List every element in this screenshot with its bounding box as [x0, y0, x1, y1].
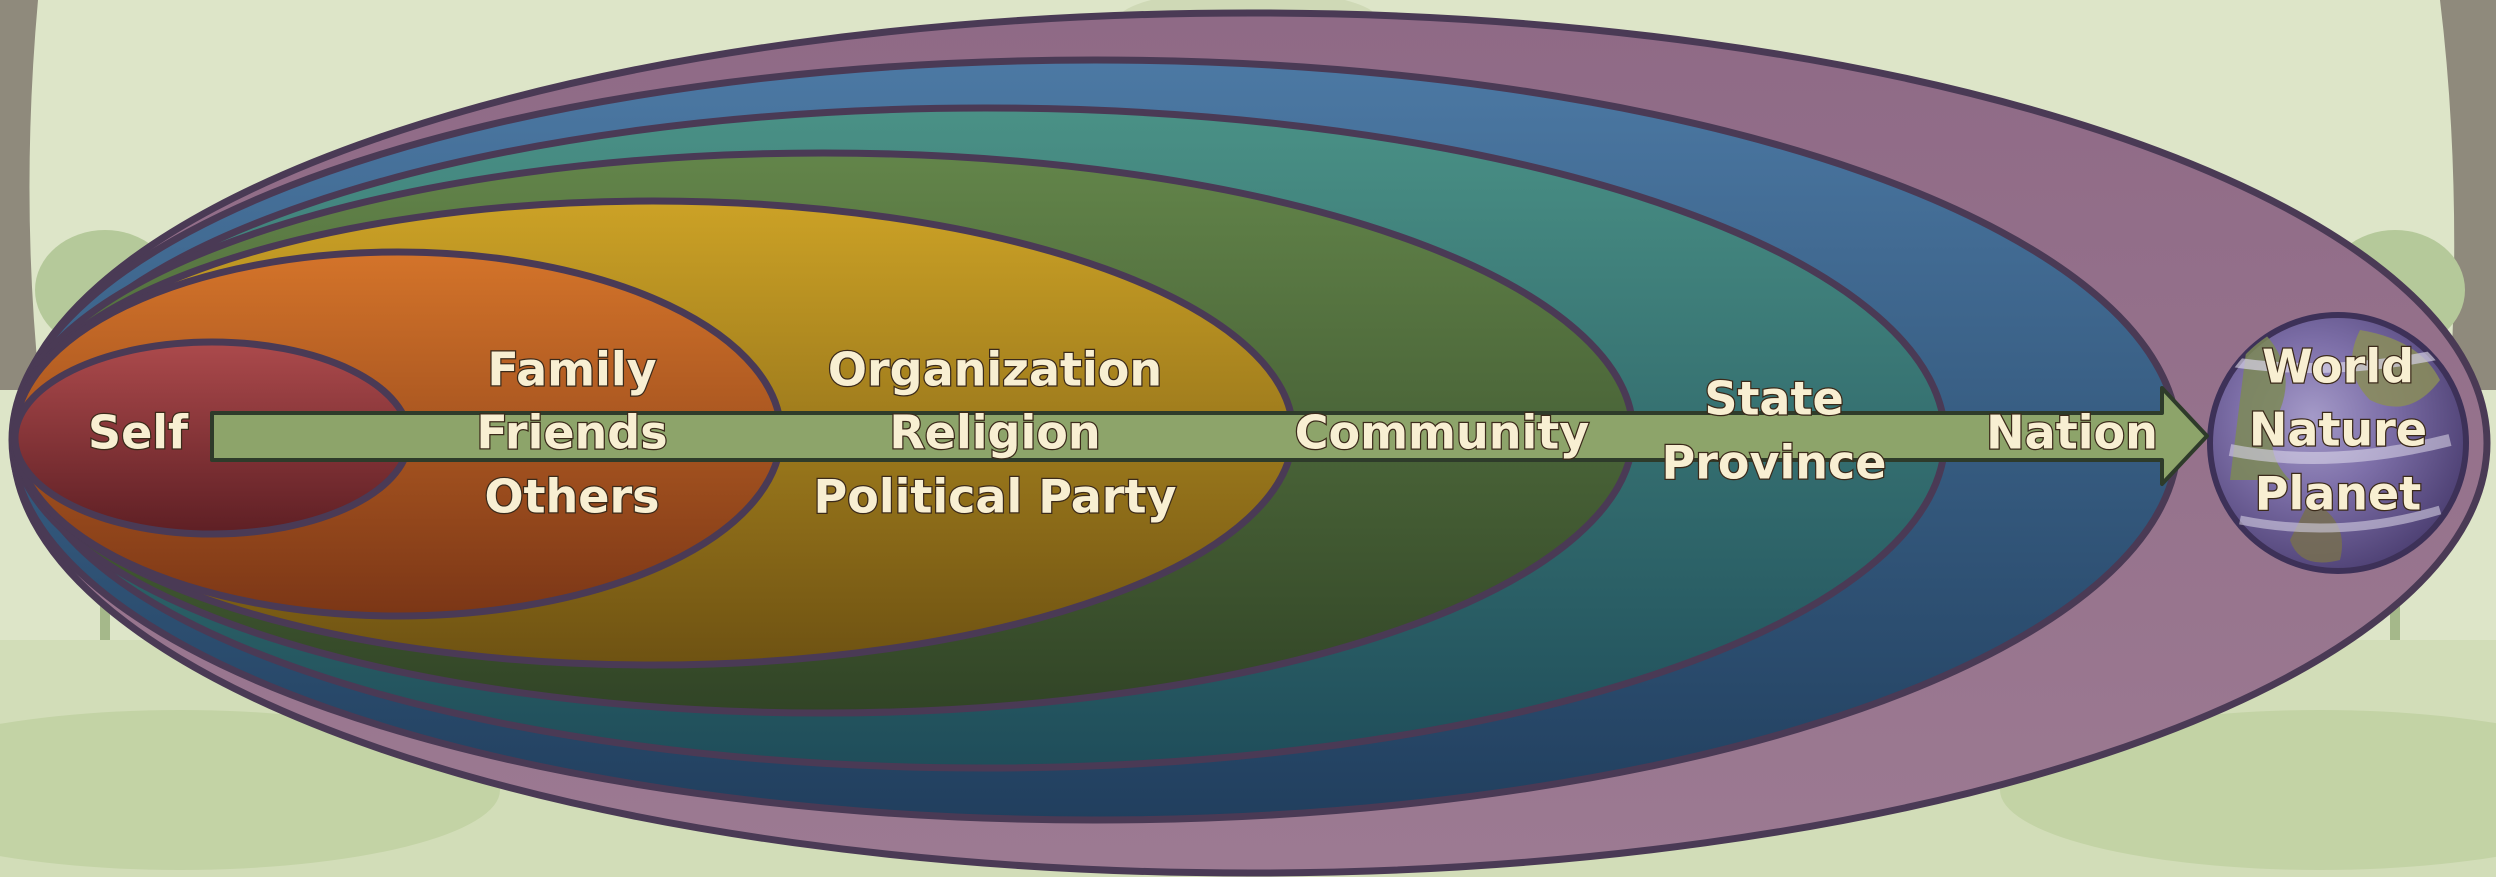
label-community: Community: [1295, 406, 1589, 460]
label-state: State: [1704, 372, 1843, 426]
label-others: Others: [484, 470, 659, 524]
label-nature: Nature: [2249, 403, 2427, 457]
label-religion: Religion: [889, 406, 1100, 460]
label-self: Self: [88, 406, 189, 460]
label-organization: Organization: [828, 343, 1162, 397]
left-curtain: [0, 0, 40, 390]
label-family: Family: [487, 343, 656, 397]
progression-arrow: [210, 386, 2209, 486]
label-political-party: Political Party: [814, 470, 1177, 524]
label-planet: Planet: [2255, 467, 2421, 521]
label-province: Province: [1662, 436, 1887, 490]
labels: Self Family Friends Others Organization …: [87, 338, 2429, 525]
label-nation: Nation: [1986, 406, 2158, 460]
earth-globe-icon: [2207, 312, 2469, 574]
label-world: World: [2262, 340, 2414, 394]
label-friends: Friends: [476, 406, 667, 460]
